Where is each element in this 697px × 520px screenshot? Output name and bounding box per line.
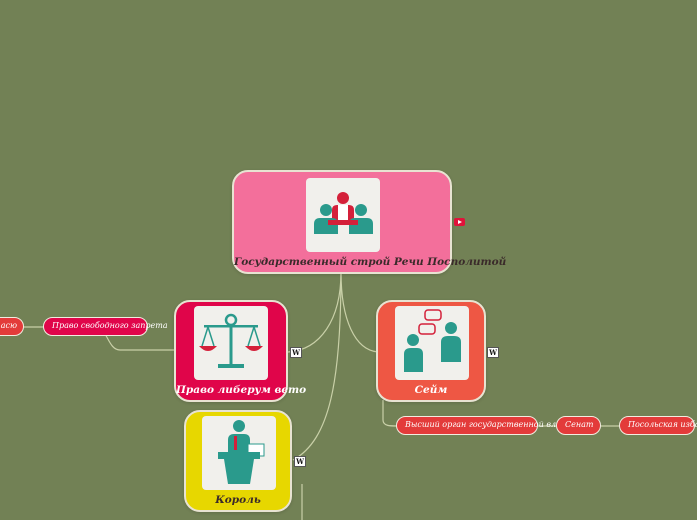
scales-icon [199,313,263,368]
sejm-node[interactable]: Сейм [376,300,486,402]
sejm-label: Сейм [414,384,448,396]
sejm-thumbnail [395,306,469,380]
veto-thumbnail [194,306,268,380]
meeting-icon [314,192,373,234]
wikipedia-icon-sejm[interactable]: W [487,347,499,358]
speaker-podium-icon [218,420,265,484]
pill-senate[interactable]: Сенат [556,416,601,435]
king-node[interactable]: Король [184,410,292,512]
wikipedia-icon-king[interactable]: W [294,456,306,467]
root-label: Государственный строй Речи Посполитой [234,256,507,268]
king-label: Король [215,494,261,506]
pill-left-cut[interactable]: ...асю [0,317,24,336]
wikipedia-icon-veto[interactable]: W [290,347,302,358]
veto-label: Право либерум вето [176,384,307,396]
youtube-icon[interactable] [454,218,465,226]
root-thumbnail [306,178,380,252]
link-root-veto [287,271,342,353]
veto-node[interactable]: Право либерум вето [174,300,307,402]
pill-free-veto[interactable]: Право свободного запрета [43,317,168,336]
king-thumbnail [202,416,276,490]
dialogue-icon [404,309,461,372]
link-root-sejm [340,271,379,353]
pill-embassy-hut[interactable]: Посольская изба [619,416,697,435]
pill-supreme-organ[interactable]: Высший орган государственной власти [396,416,578,435]
link-root-king [292,271,342,461]
link-sejm-supreme [382,400,398,427]
root-node[interactable]: Государственный строй Речи Посполитой [232,170,507,274]
